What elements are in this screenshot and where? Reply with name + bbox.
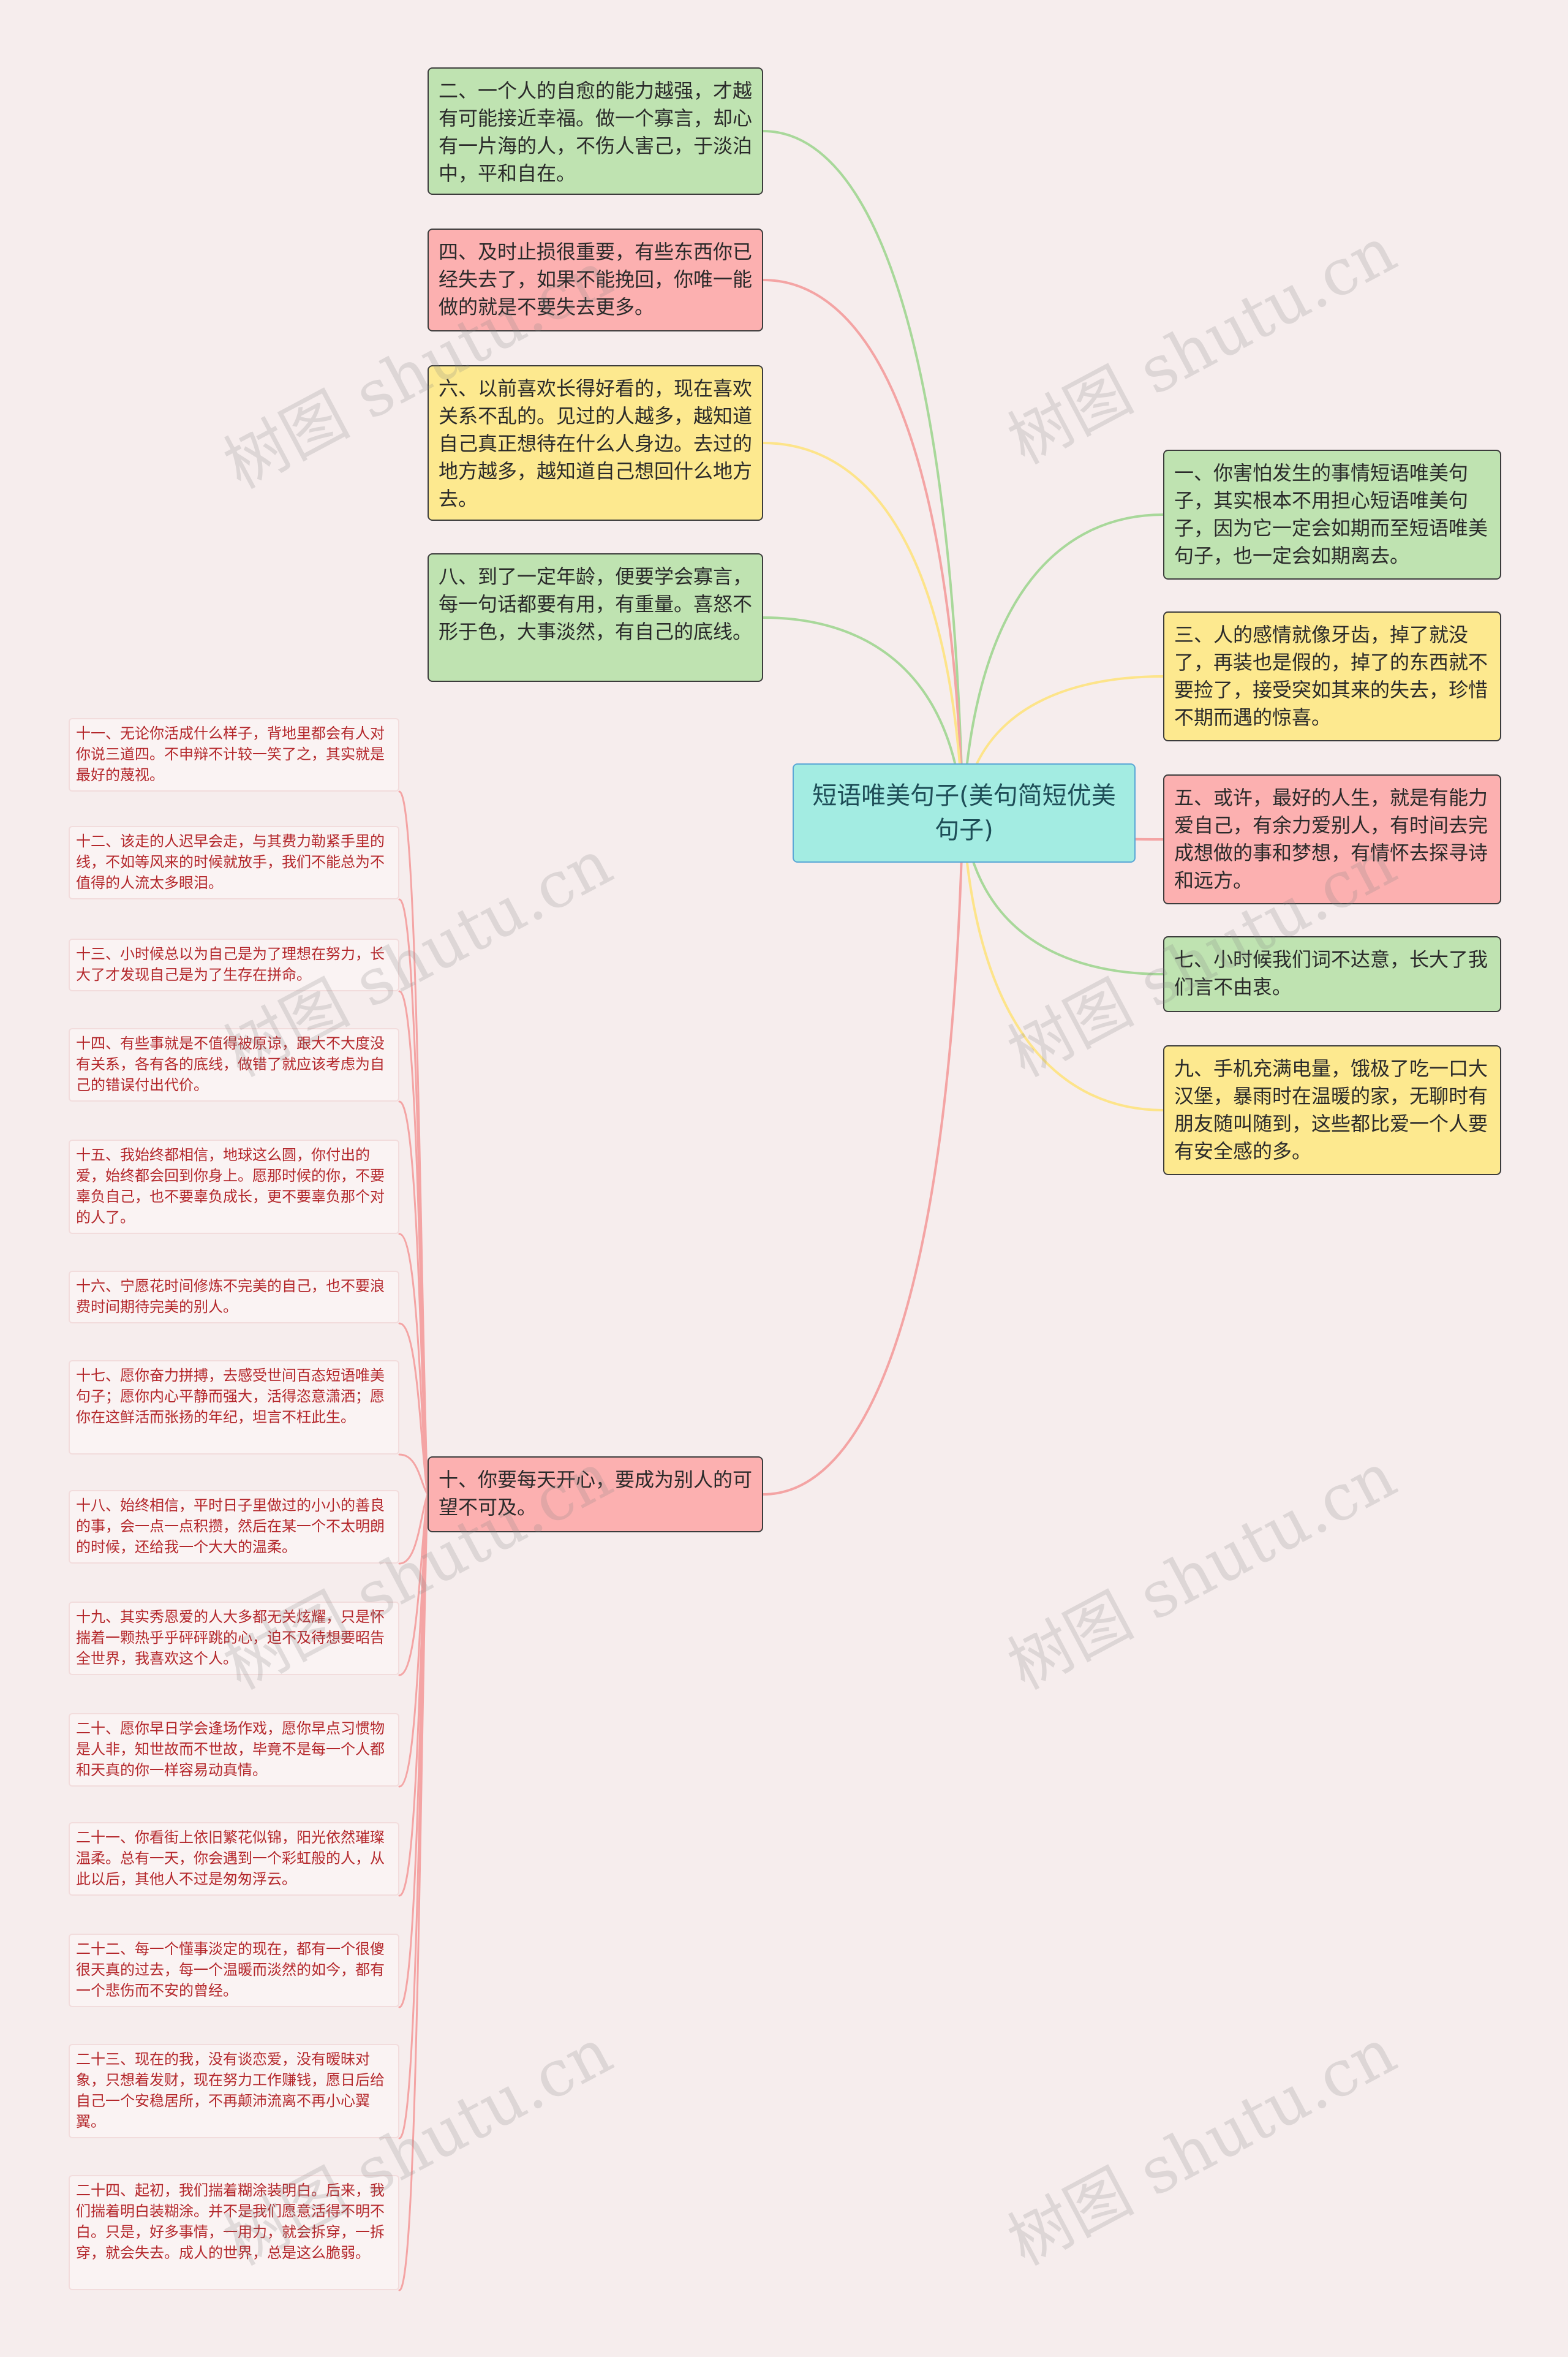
branch-node-10[interactable]: 十、你要每天开心，要成为别人的可望不可及。 [428, 1456, 763, 1532]
leaf-node-22[interactable]: 二十二、每一个懂事淡定的现在，都有一个很傻很天真的过去，每一个温暖而淡然的如今，… [69, 1934, 399, 2007]
leaf-node-text: 十五、我始终都相信，地球这么圆，你付出的爱，始终都会回到你身上。愿那时候的你，不… [76, 1146, 385, 1226]
branch-node-3[interactable]: 三、人的感情就像牙齿，掉了就没了，再装也是假的，掉了的东西就不要捡了，接受突如其… [1163, 611, 1501, 741]
leaf-node-14[interactable]: 十四、有些事就是不值得被原谅，跟大不大度没有关系，各有各的底线，做错了就应该考虑… [69, 1028, 399, 1102]
edge-leaf-13 [398, 1493, 429, 2291]
branch-node-2[interactable]: 二、一个人的自愈的能力越强，才越有可能接近幸福。做一个寡言，却心有一片海的人，不… [428, 67, 763, 195]
branch-node-text: 五、或许，最好的人生，就是有能力爱自己，有余力爱别人，有时间去完成想做的事和梦想… [1174, 786, 1488, 892]
leaf-node-text: 十九、其实秀恩爱的人大多都无关炫耀，只是怀揣着一颗热乎乎砰砰跳的心，迫不及待想要… [76, 1608, 385, 1667]
edge-left-1 [762, 279, 964, 814]
edge-leaf-7 [398, 1493, 429, 1565]
leaf-node-text: 二十二、每一个懂事淡定的现在，都有一个很傻很天真的过去，每一个温暖而淡然的如今，… [76, 1940, 385, 1999]
edge-leaf-3 [398, 1100, 429, 1496]
leaf-node-21[interactable]: 二十一、你看街上依旧繁花似锦，阳光依然璀璨温柔。总有一天，你会遇到一个彩虹般的人… [69, 1822, 399, 1896]
branch-node-text: 九、手机充满电量，饿极了吃一口大汉堡，暴雨时在温暖的家，无聊时有朋友随叫随到，这… [1174, 1057, 1488, 1163]
branch-node-1[interactable]: 一、你害怕发生的事情短语唯美句子，其实根本不用担心短语唯美句子，因为它一定会如期… [1163, 450, 1501, 580]
leaf-node-text: 十四、有些事就是不值得被原谅，跟大不大度没有关系，各有各的底线，做错了就应该考虑… [76, 1035, 385, 1094]
leaf-node-text: 二十、愿你早日学会逢场作戏，愿你早点习惯物是人非，知世故而不世故，毕竟不是每一个… [76, 1720, 385, 1779]
branch-node-6[interactable]: 六、以前喜欢长得好看的，现在喜欢关系不乱的。见过的人越多，越知道自己真正想待在什… [428, 365, 763, 521]
leaf-node-24[interactable]: 二十四、起初，我们揣着糊涂装明白。后来，我们揣着明白装糊涂。并不是我们愿意活得不… [69, 2175, 399, 2290]
branch-node-text: 六、以前喜欢长得好看的，现在喜欢关系不乱的。见过的人越多，越知道自己真正想待在什… [439, 377, 753, 510]
leaf-node-23[interactable]: 二十三、现在的我，没有谈恋爱，没有暧昧对象，只想着发财，现在努力工作赚钱，愿日后… [69, 2044, 399, 2138]
leaf-node-text: 十八、始终相信，平时日子里做过的小小的善良的事，会一点一点积攒，然后在某一个不太… [76, 1497, 385, 1556]
edge-left-4 [762, 812, 964, 1496]
leaf-node-18[interactable]: 十八、始终相信，平时日子里做过的小小的善良的事，会一点一点积攒，然后在某一个不太… [69, 1490, 399, 1564]
branch-node-text: 二、一个人的自愈的能力越强，才越有可能接近幸福。做一个寡言，却心有一片海的人，不… [439, 79, 753, 185]
edge-left-2 [762, 442, 964, 814]
branch-node-9[interactable]: 九、手机充满电量，饿极了吃一口大汉堡，暴雨时在温暖的家，无聊时有朋友随叫随到，这… [1163, 1045, 1501, 1175]
branch-node-text: 三、人的感情就像牙齿，掉了就没了，再装也是假的，掉了的东西就不要捡了，接受突如其… [1174, 623, 1488, 729]
leaf-node-text: 十三、小时候总以为自己是为了理想在努力，长大了才发现自己是为了生存在拼命。 [76, 945, 385, 983]
branch-node-text: 十、你要每天开心，要成为别人的可望不可及。 [439, 1468, 753, 1519]
leaf-node-19[interactable]: 十九、其实秀恩爱的人大多都无关炫耀，只是怀揣着一颗热乎乎砰砰跳的心，迫不及待想要… [69, 1602, 399, 1675]
branch-node-8[interactable]: 八、到了一定年龄，便要学会寡言，每一句话都要有用，有重量。喜怒不形于色，大事淡然… [428, 553, 763, 682]
edge-left-0 [762, 130, 964, 814]
branch-node-4[interactable]: 四、及时止损很重要，有些东西你已经失去了，如果不能挽回，你唯一能做的就是不要失去… [428, 229, 763, 331]
root-topic[interactable]: 短语唯美句子(美句简短优美句子) [793, 763, 1136, 863]
leaf-node-text: 十二、该走的人迟早会走，与其费力勒紧手里的线，不如等风来的时候就放手，我们不能总… [76, 833, 385, 891]
edge-leaf-8 [398, 1493, 429, 1676]
leaf-node-text: 十七、愿你奋力拼搏，去感受世间百态短语唯美句子；愿你内心平静而强大，活得恣意潇洒… [76, 1367, 385, 1426]
edge-right-4 [962, 812, 1164, 1111]
leaf-node-text: 二十一、你看街上依旧繁花似锦，阳光依然璀璨温柔。总有一天，你会遇到一个彩虹般的人… [76, 1829, 385, 1888]
leaf-node-20[interactable]: 二十、愿你早日学会逢场作戏，愿你早点习惯物是人非，知世故而不世故，毕竟不是每一个… [69, 1713, 399, 1787]
branch-node-text: 八、到了一定年龄，便要学会寡言，每一句话都要有用，有重量。喜怒不形于色，大事淡然… [439, 565, 753, 643]
edge-left-3 [762, 616, 964, 814]
leaf-node-13[interactable]: 十三、小时候总以为自己是为了理想在努力，长大了才发现自己是为了生存在拼命。 [69, 939, 399, 991]
leaf-node-15[interactable]: 十五、我始终都相信，地球这么圆，你付出的爱，始终都会回到你身上。愿那时候的你，不… [69, 1140, 399, 1234]
edge-leaf-5 [398, 1322, 429, 1496]
leaf-node-text: 十一、无论你活成什么样子，背地里都会有人对你说三道四。不申辩不计较一笑了之，其实… [76, 725, 385, 784]
leaf-node-text: 十六、宁愿花时间修炼不完美的自己，也不要浪费时间期待完美的别人。 [76, 1277, 385, 1315]
branch-node-5[interactable]: 五、或许，最好的人生，就是有能力爱自己，有余力爱别人，有时间去完成想做的事和梦想… [1163, 774, 1501, 904]
branch-node-text: 一、你害怕发生的事情短语唯美句子，其实根本不用担心短语唯美句子，因为它一定会如期… [1174, 461, 1488, 567]
edge-leaf-6 [398, 1453, 429, 1496]
leaf-node-11[interactable]: 十一、无论你活成什么样子，背地里都会有人对你说三道四。不申辩不计较一笑了之，其实… [69, 718, 399, 792]
branch-node-text: 七、小时候我们词不达意，长大了我们言不由衷。 [1174, 948, 1488, 999]
root-label: 短语唯美句子(美句简短优美句子) [812, 782, 1116, 844]
leaf-node-17[interactable]: 十七、愿你奋力拼搏，去感受世间百态短语唯美句子；愿你内心平静而强大，活得恣意潇洒… [69, 1360, 399, 1455]
leaf-node-text: 二十三、现在的我，没有谈恋爱，没有暧昧对象，只想着发财，现在努力工作赚钱，愿日后… [76, 2051, 385, 2130]
leaf-node-16[interactable]: 十六、宁愿花时间修炼不完美的自己，也不要浪费时间期待完美的别人。 [69, 1271, 399, 1323]
edge-leaf-4 [398, 1233, 429, 1496]
branch-node-7[interactable]: 七、小时候我们词不达意，长大了我们言不由衷。 [1163, 936, 1501, 1012]
edge-right-0 [962, 513, 1164, 814]
leaf-node-text: 二十四、起初，我们揣着糊涂装明白。后来，我们揣着明白装糊涂。并不是我们愿意活得不… [76, 2182, 385, 2261]
leaf-node-12[interactable]: 十二、该走的人迟早会走，与其费力勒紧手里的线，不如等风来的时候就放手，我们不能总… [69, 826, 399, 899]
branch-node-text: 四、及时止损很重要，有些东西你已经失去了，如果不能挽回，你唯一能做的就是不要失去… [439, 240, 753, 319]
